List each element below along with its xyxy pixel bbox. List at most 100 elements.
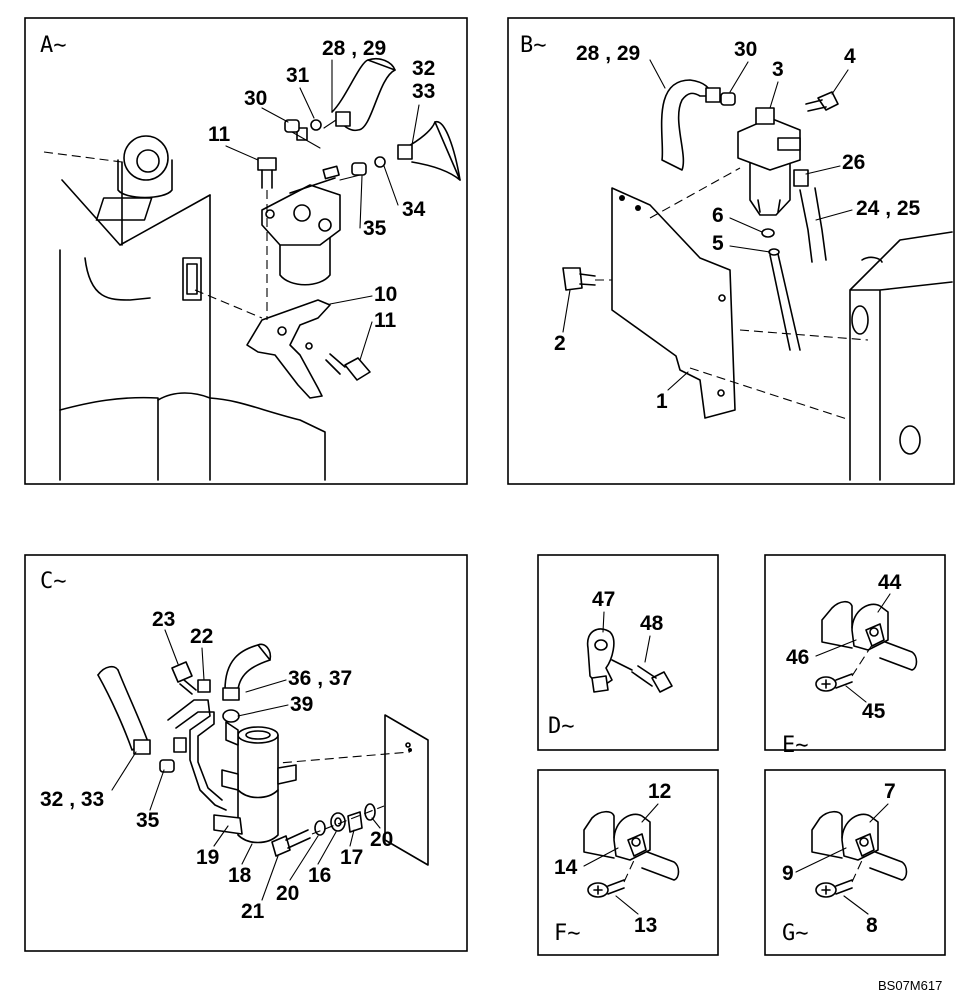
screw-8 <box>815 855 865 898</box>
view-b-callouts: 28 , 29 30 3 4 26 24 , 25 6 5 2 1 <box>554 38 921 413</box>
view-b-label: B∼ <box>520 33 547 58</box>
callout-31-a: 31 <box>286 64 310 87</box>
clamp-bolt-22-23 <box>171 661 211 695</box>
callout-7-g: 7 <box>884 780 896 803</box>
view-b-panel: B∼ <box>507 17 955 485</box>
fuel-filter-assembly <box>261 127 341 286</box>
leader-lines-g <box>795 803 889 915</box>
callout-39-c: 39 <box>290 693 313 716</box>
callout-1-b: 1 <box>656 390 668 413</box>
callout-20-c-right: 20 <box>370 828 393 851</box>
bolts-b <box>562 91 839 291</box>
callout-26-b: 26 <box>842 151 865 174</box>
callout-11-a-upper: 11 <box>208 123 231 146</box>
tube-clamp-7 <box>811 810 908 881</box>
callout-34-a: 34 <box>402 198 426 221</box>
callout-4-b: 4 <box>844 45 856 68</box>
bolt-11-lower <box>325 353 371 381</box>
callout-9-g: 9 <box>782 862 794 885</box>
callout-48-d: 48 <box>640 612 664 635</box>
view-e-callouts: 44 46 45 <box>786 571 902 723</box>
callout-35-a: 35 <box>363 217 387 240</box>
view-a-label: A∼ <box>40 33 67 58</box>
callout-23-c: 23 <box>152 608 175 631</box>
view-f-callouts: 12 14 13 <box>554 780 671 937</box>
fuel-filter-3 <box>737 107 801 216</box>
view-f-panel: F∼ 12 14 13 <box>537 769 719 956</box>
callout-45-e: 45 <box>862 700 886 723</box>
view-c-label: C∼ <box>40 569 67 594</box>
tube-clamp-12 <box>583 810 680 881</box>
view-a-panel: A∼ <box>24 17 468 485</box>
callout-28-29-a: 28 , 29 <box>322 37 386 60</box>
bracket-1 <box>611 187 736 419</box>
leader-lines-f <box>583 803 659 915</box>
view-g-label: G∼ <box>782 921 809 946</box>
leader-lines-c <box>111 629 381 901</box>
hose-32-33 <box>397 121 461 181</box>
callout-32-33-c: 32 , 33 <box>40 788 104 811</box>
callout-28-29-b: 28 , 29 <box>576 42 640 65</box>
callout-16-c: 16 <box>308 864 331 887</box>
callout-2-b: 2 <box>554 332 566 355</box>
callout-14-f: 14 <box>554 856 578 879</box>
view-g-panel: G∼ 7 9 8 <box>764 769 946 956</box>
callout-46-e: 46 <box>786 646 809 669</box>
callout-12-f: 12 <box>648 780 671 803</box>
screw-45 <box>815 644 873 692</box>
callout-30-b: 30 <box>734 38 757 61</box>
tube-clamp-44 <box>821 600 918 671</box>
callout-21-c: 21 <box>241 900 265 923</box>
callout-30-a: 30 <box>244 87 267 110</box>
callout-8-g: 8 <box>866 914 878 937</box>
callout-18-c: 18 <box>228 864 252 887</box>
leader-lines-e <box>815 593 891 703</box>
view-d-label: D∼ <box>548 714 575 739</box>
view-g-callouts: 7 9 8 <box>782 780 896 937</box>
view-e-panel: E∼ 44 46 45 <box>764 554 946 758</box>
view-c-panel: C∼ <box>24 554 468 952</box>
callout-10-a: 10 <box>374 283 397 306</box>
view-e-label: E∼ <box>782 733 809 758</box>
view-a-callouts: 28 , 29 32 33 31 30 11 34 35 10 11 <box>208 37 435 361</box>
clip-47 <box>586 628 615 693</box>
hose-36-37 <box>222 643 272 723</box>
callout-6-b: 6 <box>712 204 724 227</box>
bolt-and-washers-c <box>271 803 385 857</box>
callout-3-b: 3 <box>772 58 784 81</box>
callout-11-a-lower: 11 <box>374 309 397 332</box>
drawing-code: BS07M617 <box>878 978 942 993</box>
mounting-plate <box>254 714 429 866</box>
callout-22-c: 22 <box>190 625 213 648</box>
hose-24-25 <box>793 169 827 263</box>
callout-19-c: 19 <box>196 846 219 869</box>
callout-35-c: 35 <box>136 809 160 832</box>
hose-28-29-b <box>660 79 736 171</box>
callout-44-e: 44 <box>878 571 902 594</box>
view-f-label: F∼ <box>554 921 581 946</box>
callout-47-d: 47 <box>592 588 615 611</box>
fuel-line-5 <box>761 228 801 351</box>
view-c-callouts: 23 22 36 , 37 39 32 , 33 35 19 18 21 20 … <box>40 608 393 923</box>
view-d-callouts: 47 48 <box>592 588 664 663</box>
clamps-and-washers <box>284 119 386 181</box>
callout-24-25-b: 24 , 25 <box>856 197 921 220</box>
callout-17-c: 17 <box>340 846 363 869</box>
leader-lines-a <box>225 59 420 361</box>
callout-13-f: 13 <box>634 914 657 937</box>
hose-32-33-c <box>97 665 175 773</box>
leader-lines-d <box>602 611 651 663</box>
leader-lines-b <box>562 59 853 391</box>
callout-20-c-left: 20 <box>276 882 299 905</box>
callout-36-37-c: 36 , 37 <box>288 667 352 690</box>
bolt-11-upper <box>257 157 277 320</box>
machine-frame <box>43 135 326 481</box>
screw-13 <box>587 855 637 898</box>
bracket-10 <box>246 299 331 399</box>
hose-28-29 <box>331 57 396 132</box>
fuel-pipe <box>167 699 227 811</box>
engine-block <box>689 231 953 481</box>
callout-32-a: 32 <box>412 57 435 80</box>
view-d-panel: D∼ 47 48 <box>537 554 719 751</box>
